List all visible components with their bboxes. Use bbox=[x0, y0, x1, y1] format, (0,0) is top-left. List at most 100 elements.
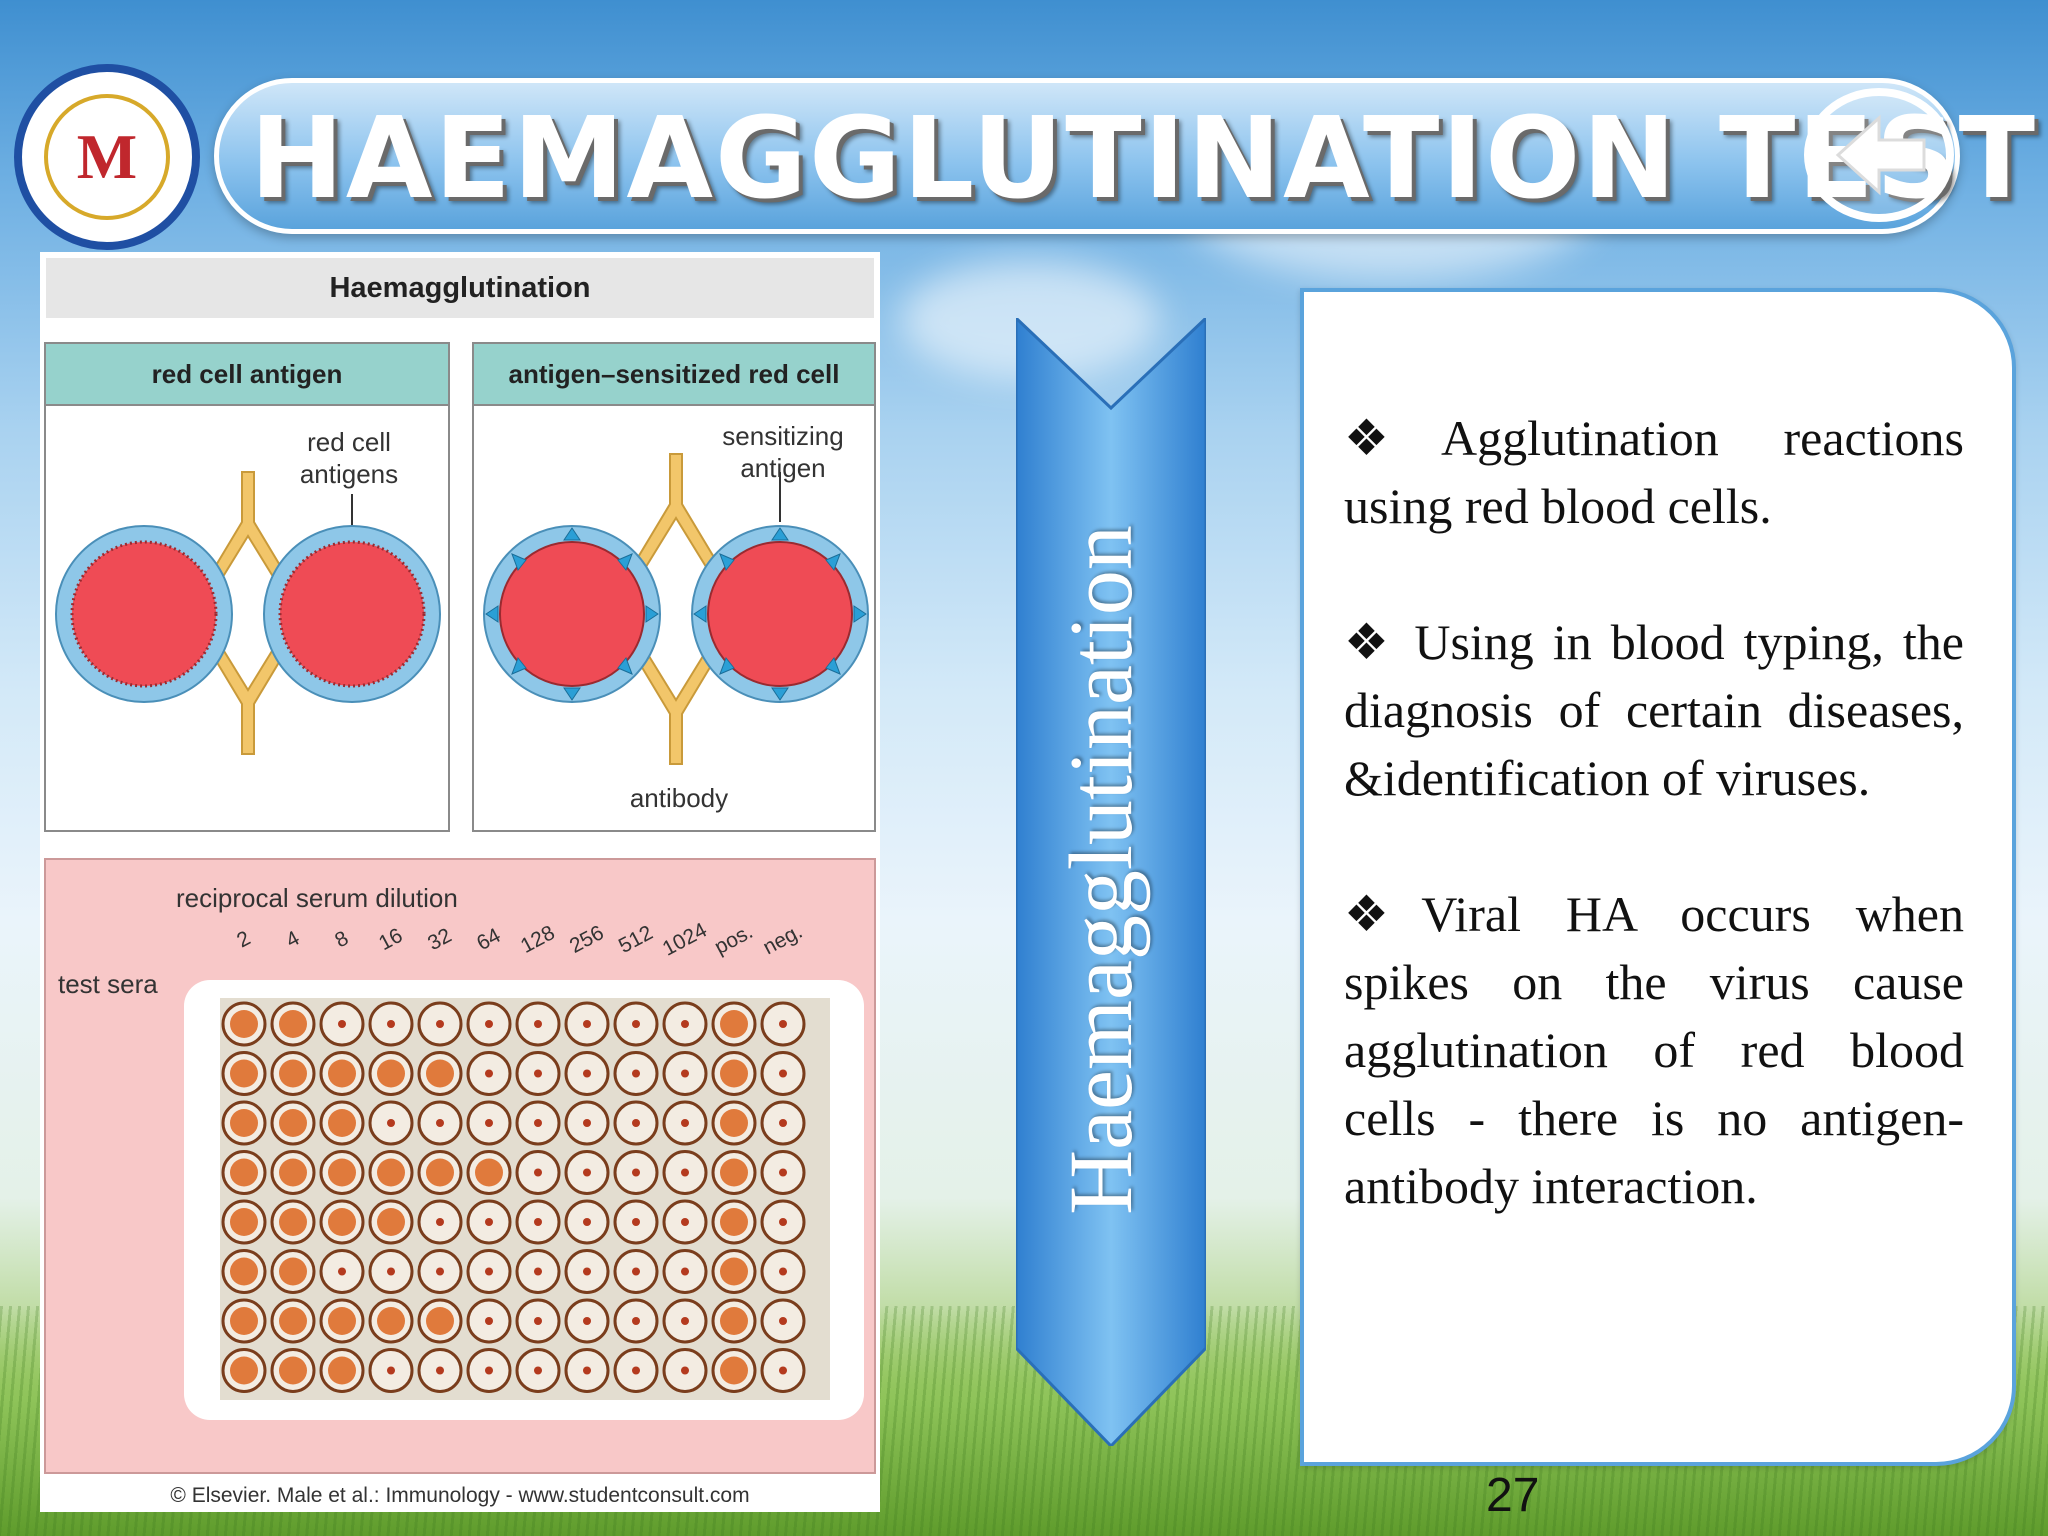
plate-well bbox=[368, 1100, 414, 1146]
plate-well bbox=[417, 1051, 463, 1096]
column-label: neg. bbox=[759, 919, 807, 960]
plate-well bbox=[662, 1051, 708, 1096]
back-button[interactable] bbox=[1804, 88, 1954, 222]
plate-well bbox=[417, 1298, 463, 1344]
panel-antigen-sensitized-red-cell: antigen–sensitized red cell sensi bbox=[472, 342, 876, 832]
plate-well bbox=[760, 1150, 806, 1195]
panel-heading: antigen–sensitized red cell bbox=[474, 344, 874, 406]
plate-well bbox=[466, 1249, 512, 1294]
plate-well bbox=[613, 1298, 659, 1344]
plate-well bbox=[613, 1051, 659, 1096]
plate-well bbox=[319, 1348, 365, 1393]
microtiter-plate bbox=[220, 998, 830, 1400]
plate-well bbox=[319, 1249, 365, 1294]
plate-well bbox=[613, 1001, 659, 1047]
plate-well bbox=[515, 1249, 561, 1294]
plate-well bbox=[662, 1100, 708, 1146]
plate-well bbox=[270, 1199, 316, 1245]
plate-well bbox=[662, 1199, 708, 1245]
plate-well bbox=[221, 1298, 267, 1344]
plate-well bbox=[564, 1348, 610, 1393]
plate-well bbox=[270, 1051, 316, 1096]
arrow-left-icon bbox=[1835, 114, 1926, 196]
plate-well bbox=[466, 1199, 512, 1245]
plate-well bbox=[564, 1001, 610, 1047]
plate-well bbox=[711, 1348, 757, 1393]
plate-well bbox=[368, 1298, 414, 1344]
plate-well bbox=[221, 1150, 267, 1195]
page-number: 27 bbox=[1486, 1469, 1540, 1522]
plate-well bbox=[613, 1100, 659, 1146]
plate-well bbox=[662, 1001, 708, 1047]
plate-well bbox=[711, 1100, 757, 1146]
plate-well bbox=[417, 1150, 463, 1195]
plate-well bbox=[515, 1348, 561, 1393]
title-bar bbox=[214, 78, 1960, 234]
plate-well bbox=[711, 1298, 757, 1344]
plate-well bbox=[662, 1348, 708, 1393]
plate-well bbox=[760, 1348, 806, 1393]
plate-well bbox=[760, 1298, 806, 1344]
plate-well bbox=[564, 1249, 610, 1294]
plate-background bbox=[184, 980, 864, 1420]
plate-well bbox=[368, 1199, 414, 1245]
plate-well bbox=[319, 1150, 365, 1195]
plate-well bbox=[466, 1298, 512, 1344]
plate-well bbox=[319, 1298, 365, 1344]
logo-emblem: M bbox=[44, 94, 170, 220]
plate-well bbox=[613, 1348, 659, 1393]
plate-well bbox=[515, 1150, 561, 1195]
plate-well bbox=[564, 1051, 610, 1096]
plate-well bbox=[221, 1199, 267, 1245]
plate-well bbox=[760, 1100, 806, 1146]
plate-well bbox=[613, 1199, 659, 1245]
bullet-item: ❖Agglutination reactions using red blood… bbox=[1344, 410, 1964, 534]
bullet-item: ❖Viral HA occurs when spikes on the viru… bbox=[1344, 886, 1964, 1214]
plate-well bbox=[417, 1348, 463, 1393]
plate-well bbox=[613, 1249, 659, 1294]
plate-well bbox=[221, 1348, 267, 1393]
plate-well bbox=[417, 1100, 463, 1146]
plate-well bbox=[515, 1051, 561, 1096]
sensitized-red-cell-diagram bbox=[483, 453, 869, 765]
plate-well bbox=[711, 1249, 757, 1294]
figure-title: Haemagglutination bbox=[46, 258, 874, 318]
banner-label: Haemagglutination bbox=[1052, 525, 1151, 1215]
plate-well bbox=[711, 1199, 757, 1245]
plate-well bbox=[515, 1199, 561, 1245]
plate-well bbox=[662, 1150, 708, 1195]
panel-heading: red cell antigen bbox=[46, 344, 448, 406]
dilution-label: reciprocal serum dilution bbox=[176, 883, 458, 913]
plate-well bbox=[466, 1348, 512, 1393]
plate-well bbox=[221, 1100, 267, 1146]
plate-well bbox=[515, 1001, 561, 1047]
faculty-logo: M bbox=[14, 64, 200, 250]
arrow-banner bbox=[1016, 318, 1206, 1446]
figure-copyright: © Elsevier. Male et al.: Immunology - ww… bbox=[170, 1484, 750, 1507]
plate-well bbox=[270, 1249, 316, 1294]
plate-well bbox=[515, 1298, 561, 1344]
plate-well bbox=[368, 1348, 414, 1393]
plate-well bbox=[760, 1051, 806, 1096]
plate-well bbox=[662, 1249, 708, 1294]
plate-well bbox=[466, 1150, 512, 1195]
plate-well bbox=[760, 1249, 806, 1294]
plate-well bbox=[711, 1051, 757, 1096]
plate-well bbox=[564, 1100, 610, 1146]
plate-well bbox=[613, 1150, 659, 1195]
plate-well bbox=[368, 1150, 414, 1195]
plate-well bbox=[711, 1001, 757, 1047]
plate-well bbox=[319, 1001, 365, 1047]
plate-well bbox=[270, 1001, 316, 1047]
plate-well bbox=[564, 1150, 610, 1195]
plate-well bbox=[417, 1249, 463, 1294]
plate-well bbox=[221, 1001, 267, 1047]
plate-well bbox=[466, 1001, 512, 1047]
antibody-label: antibody bbox=[629, 783, 729, 813]
bullet-list: ❖Agglutination reactions using red blood… bbox=[1344, 404, 1964, 1288]
content-box bbox=[1300, 288, 2016, 1466]
plate-well bbox=[417, 1199, 463, 1245]
